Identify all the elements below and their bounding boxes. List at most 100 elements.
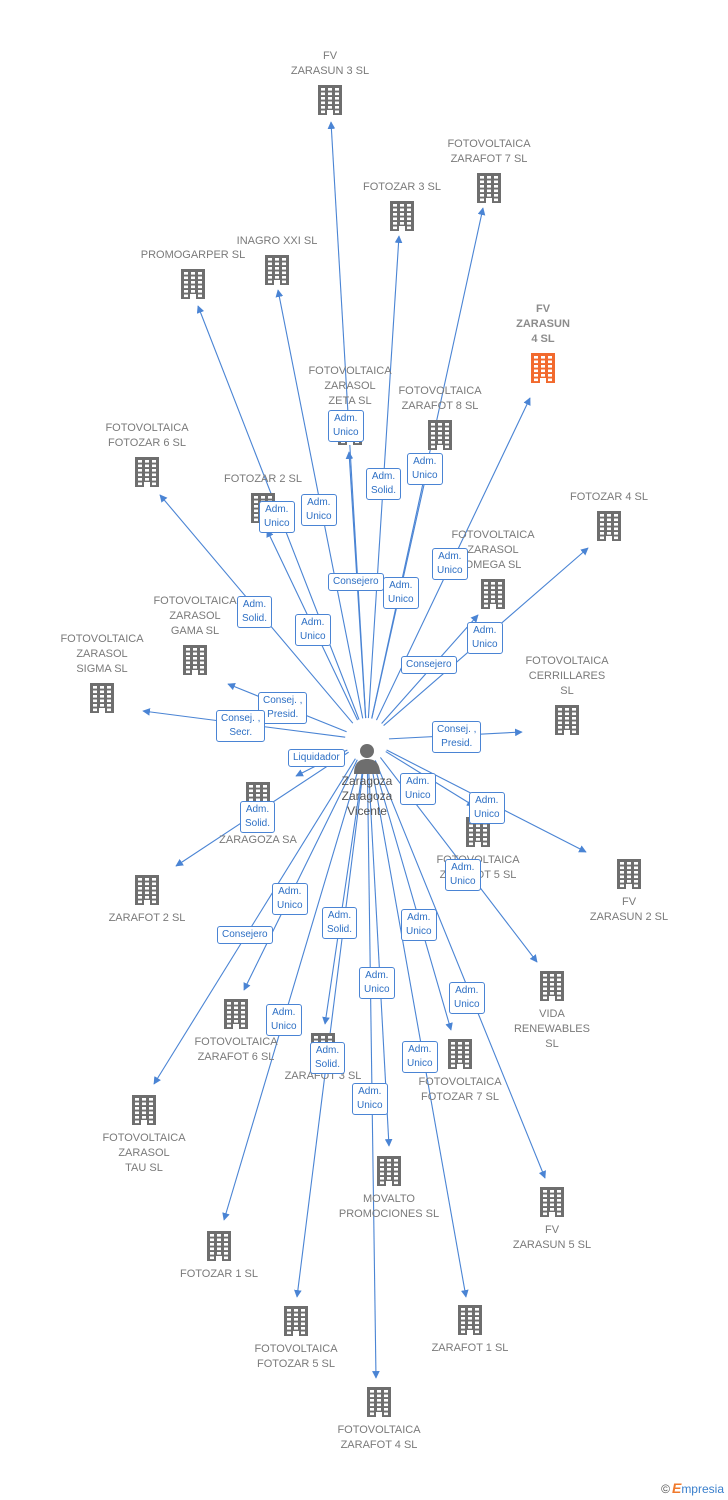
- company-node-n27[interactable]: FOTOZAR 1 SL: [159, 1229, 279, 1282]
- company-name-line: RENEWABLES: [513, 1023, 590, 1035]
- building-icon: [135, 457, 159, 487]
- company-name-line: ZARAFOT 1 SL: [431, 1342, 509, 1354]
- relation-label-line: Consej. ,: [437, 724, 477, 735]
- relation-label-n26[interactable]: Adm.Unico: [449, 982, 485, 1014]
- company-name-line: MOVALTO: [363, 1193, 415, 1205]
- edge-n29: [370, 761, 469, 1298]
- company-node-n19[interactable]: ZARAFOT 2 SL: [87, 873, 207, 926]
- relation-label-n28[interactable]: Adm.Solid.: [310, 1042, 346, 1074]
- relation-label-n5[interactable]: Adm. Unico: [295, 614, 331, 646]
- relation-label-n24[interactable]: Consejero: [217, 926, 273, 944]
- edge-n27: [222, 760, 362, 1221]
- relation-label-n11[interactable]: Adm.Unico: [467, 622, 503, 654]
- relation-label-n3[interactable]: Adm.Solid.: [366, 468, 402, 500]
- relation-label-n25[interactable]: Adm.Unico: [359, 967, 395, 999]
- relation-label-line: Unico: [364, 984, 390, 995]
- relation-label-line: Unico: [405, 790, 431, 801]
- relation-label-n19[interactable]: Adm.Solid.: [240, 801, 276, 833]
- relation-label-n17[interactable]: Adm. Unico: [400, 773, 436, 805]
- relation-label-line: Unico: [407, 1058, 433, 1069]
- company-node-n4[interactable]: INAGRO XXI SL: [217, 234, 337, 287]
- relation-label-n4[interactable]: Adm.Unico: [301, 494, 337, 526]
- relation-label-line: Adm.: [272, 1007, 296, 1018]
- relation-label-line: Unico: [264, 518, 290, 529]
- relation-label-n23[interactable]: Adm.Unico: [401, 909, 437, 941]
- company-node-n5[interactable]: PROMOGARPER SL: [133, 248, 253, 301]
- company-node-n29[interactable]: ZARAFOT 1 SL: [410, 1303, 530, 1356]
- relation-label-line: Adm.: [358, 1086, 382, 1097]
- relation-label-line: Adm.: [413, 456, 437, 467]
- empresia-credit[interactable]: ©Empresia: [661, 1480, 724, 1496]
- company-name-line: ZARASOL: [76, 648, 128, 660]
- center-person[interactable]: Zaragoza Zaragoza Vicente: [312, 742, 422, 819]
- relation-label-n22[interactable]: Adm.Solid.: [322, 907, 358, 939]
- company-name-line: SIGMA SL: [76, 663, 128, 675]
- company-name: FOTOZAR 3 SL: [342, 180, 462, 195]
- relation-label-n18[interactable]: Adm.Unico: [469, 792, 505, 824]
- relation-label-n16[interactable]: Liquidador: [288, 749, 345, 767]
- relation-label-n1[interactable]: Consejero: [328, 573, 384, 591]
- relation-label-n29[interactable]: Adm.Unico: [402, 1041, 438, 1073]
- relation-label-line: Adm.: [301, 617, 325, 628]
- company-name-line: ZARASUN 2 SL: [589, 911, 669, 923]
- company-name-line: ZARASOL: [118, 1147, 170, 1159]
- relation-label-n27[interactable]: Adm.Unico: [266, 1004, 302, 1036]
- relation-label-n14[interactable]: Consej. ,Secr.: [216, 710, 266, 742]
- building-icon: [183, 645, 207, 675]
- building-icon: [540, 971, 564, 1001]
- company-node-n11[interactable]: FOTOZAR 4 SL: [549, 490, 669, 543]
- relation-label-n7[interactable]: Adm.Unico: [328, 410, 364, 442]
- company-name: INAGRO XXI SL: [217, 234, 337, 249]
- company-name: ZARAFOT 2 SL: [87, 911, 207, 926]
- center-person-line-3: Vicente: [347, 804, 387, 818]
- relation-label-n30[interactable]: Adm.Unico: [352, 1083, 388, 1115]
- center-person-line-2: Zaragoza: [341, 789, 393, 803]
- company-name-line: FOTOZAR 6 SL: [107, 437, 187, 449]
- relation-label-n15[interactable]: Consej. ,Presid.: [432, 721, 482, 753]
- company-name-line: FOTOVOLTAICA: [254, 1343, 338, 1355]
- edge-n22: [322, 761, 365, 1025]
- company-name-line: FOTOVOLTAICA: [194, 1036, 278, 1048]
- relation-label-line: Unico: [300, 631, 326, 642]
- company-name-line: FOTOVOLTAICA: [398, 385, 482, 397]
- relation-label-n6[interactable]: Consejero: [401, 656, 457, 674]
- company-node-n3[interactable]: FOTOZAR 3 SL: [342, 180, 462, 233]
- relation-label-line: Adm.: [406, 776, 430, 787]
- relation-label-n20[interactable]: Adm.Unico: [445, 859, 481, 891]
- relation-label-n21[interactable]: Adm.Unico: [272, 883, 308, 915]
- company-name-line: ZARAFOT 7 SL: [450, 153, 528, 165]
- relation-label-n9[interactable]: Adm.Solid.: [237, 596, 273, 628]
- relation-label-n12[interactable]: Adm.Unico: [432, 548, 468, 580]
- relation-label-n2[interactable]: Adm.Unico: [407, 453, 443, 485]
- relation-label-n10[interactable]: Adm.Unico: [259, 501, 295, 533]
- relation-label-line: Secr.: [229, 727, 253, 738]
- relation-label-n13[interactable]: Consej. ,Presid.: [258, 692, 308, 724]
- edge-n30: [366, 761, 380, 1379]
- building-icon: [207, 1231, 231, 1261]
- relation-label-n8[interactable]: Adm.Unico: [383, 577, 419, 609]
